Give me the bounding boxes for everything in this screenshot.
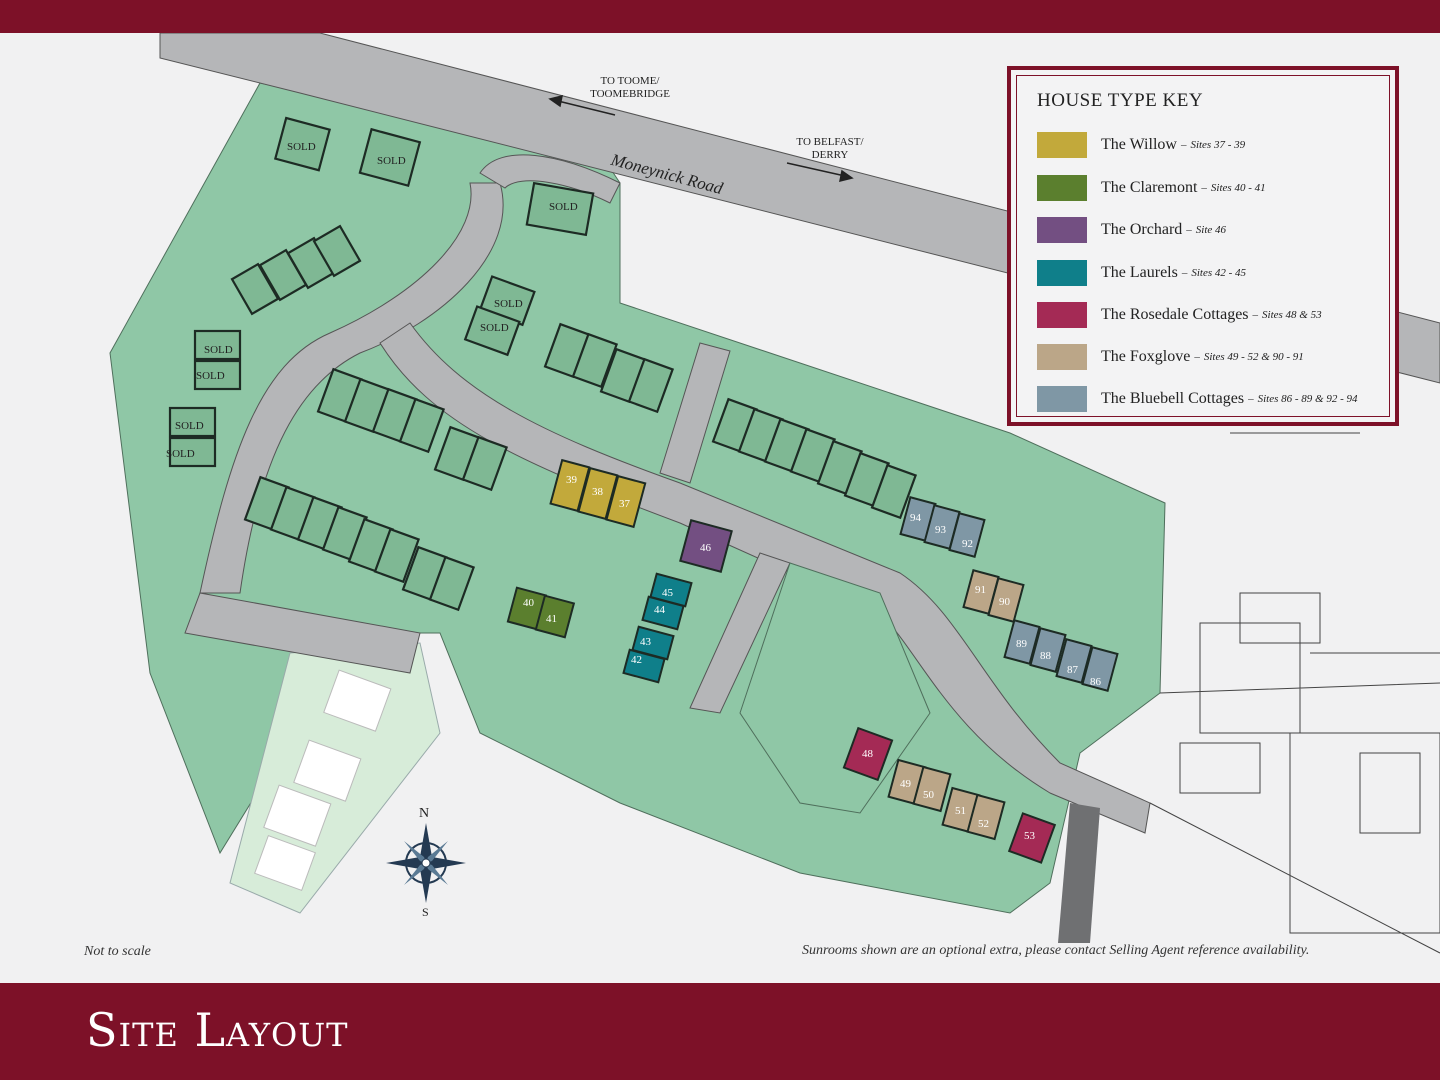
house-type-plots [506, 458, 1119, 864]
plot-number-37: 37 [619, 498, 630, 510]
estate-road-south [689, 552, 791, 714]
key-sites: – [1248, 393, 1254, 405]
compass-north-label: N [419, 806, 430, 821]
plot-number-42: 42 [631, 654, 642, 666]
direction-arrows [548, 94, 854, 183]
key-swatch [1037, 132, 1087, 158]
key-sites: Site 46 [1195, 224, 1227, 236]
key-sites: – [1180, 139, 1187, 151]
plot-number-87: 87 [1067, 664, 1078, 676]
sold-label: SOLD [175, 420, 204, 432]
key-swatch [1037, 302, 1087, 328]
key-sites: – [1186, 224, 1192, 236]
plot-number-89: 89 [1016, 638, 1027, 650]
page-title: Site Layout [86, 1003, 349, 1057]
key-item-laurels: The Laurels – Sites 42 - 45 [1037, 260, 1246, 286]
plot-number-39: 39 [566, 474, 577, 486]
sold-plots [168, 116, 918, 612]
plot-number-53: 53 [1024, 830, 1035, 842]
plot-number-93: 93 [935, 524, 946, 536]
plot-number-43: 43 [640, 636, 651, 648]
top-banner [0, 0, 1440, 33]
plot-number-46: 46 [700, 542, 711, 554]
key-sites: Sites 86 - 89 & 92 - 94 [1257, 393, 1358, 405]
key-sites: – [1194, 351, 1200, 363]
estate-road-loop [199, 182, 504, 594]
key-swatch [1037, 386, 1087, 412]
key-name: The Orchard [1101, 221, 1183, 238]
key-name: The Rosedale Cottages [1101, 306, 1249, 323]
key-item-orchard: The Orchard – Site 46 [1037, 217, 1226, 243]
compass-rose [386, 823, 466, 903]
sold-label: SOLD [166, 448, 195, 460]
plot-number-45: 45 [662, 587, 673, 599]
plot-number-91: 91 [975, 584, 986, 596]
key-sites: Sites 37 - 39 [1190, 139, 1246, 151]
plot-number-44: 44 [654, 604, 665, 616]
key-item-claremont: The Claremont – Sites 40 - 41 [1037, 175, 1266, 201]
key-sites: – [1201, 182, 1207, 194]
key-sites: Sites 48 & 53 [1262, 309, 1322, 321]
key-sites: Sites 49 - 52 & 90 - 91 [1203, 351, 1304, 363]
key-sites: Sites 40 - 41 [1210, 182, 1266, 194]
sold-label: SOLD [204, 344, 233, 356]
key-heading: HOUSE TYPE KEY [1037, 90, 1204, 111]
key-swatch [1037, 344, 1087, 370]
sold-label: SOLD [494, 298, 523, 310]
sold-label: SOLD [377, 155, 406, 167]
key-name: The Bluebell Cottages [1101, 390, 1245, 407]
key-item-foxglove: The Foxglove – Sites 49 - 52 & 90 - 91 [1037, 344, 1304, 370]
neighbouring-properties [1149, 432, 1440, 954]
plot-number-40: 40 [523, 597, 534, 609]
key-name: The Claremont [1101, 179, 1198, 196]
access-lane [1058, 803, 1100, 943]
plot-number-41: 41 [546, 613, 557, 625]
toome-direction-label: TO TOOME/ TOOMEBRIDGE [590, 75, 670, 100]
plot-number-94: 94 [910, 512, 921, 524]
bottom-banner [0, 983, 1440, 1080]
key-sites: – [1181, 267, 1188, 279]
sunroom-note: Sunrooms shown are an optional extra, pl… [802, 943, 1310, 958]
sold-label: SOLD [480, 322, 509, 334]
plot-number-48: 48 [862, 748, 873, 760]
existing-buildings [254, 669, 392, 891]
key-sites: Sites 42 - 45 [1191, 267, 1247, 279]
compass-south-label: S [422, 905, 429, 919]
estate-road-cross [659, 342, 731, 484]
key-name: The Laurels [1101, 264, 1178, 281]
key-sites: – [1252, 309, 1259, 321]
plot-number-88: 88 [1040, 650, 1051, 662]
belfast-direction-label: TO BELFAST/ DERRY [796, 136, 864, 161]
house-type-key: HOUSE TYPE KEY The Willow – Sites 37 - 3… [1007, 66, 1399, 426]
plot-number-90: 90 [999, 596, 1010, 608]
key-name: The Willow [1101, 136, 1177, 153]
plot-number-49: 49 [900, 778, 911, 790]
plot-number-92: 92 [962, 538, 973, 550]
plot-number-50: 50 [923, 789, 934, 801]
key-item-rosedale: The Rosedale Cottages – Sites 48 & 53 [1037, 302, 1322, 328]
sold-label: SOLD [287, 141, 316, 153]
plot-number-38: 38 [592, 486, 603, 498]
plot-number-51: 51 [955, 805, 966, 817]
estate-road-west [184, 592, 421, 674]
key-item-bluebell: The Bluebell Cottages – Sites 86 - 89 & … [1037, 386, 1358, 412]
key-swatch [1037, 217, 1087, 243]
key-swatch [1037, 260, 1087, 286]
scale-note: Not to scale [84, 944, 151, 959]
plot-number-52: 52 [978, 818, 989, 830]
key-item-willow: The Willow – Sites 37 - 39 [1037, 132, 1245, 158]
sold-label: SOLD [196, 370, 225, 382]
key-swatch [1037, 175, 1087, 201]
key-name: The Foxglove [1101, 348, 1191, 365]
plot-number-86: 86 [1090, 676, 1101, 688]
sold-label: SOLD [549, 201, 578, 213]
